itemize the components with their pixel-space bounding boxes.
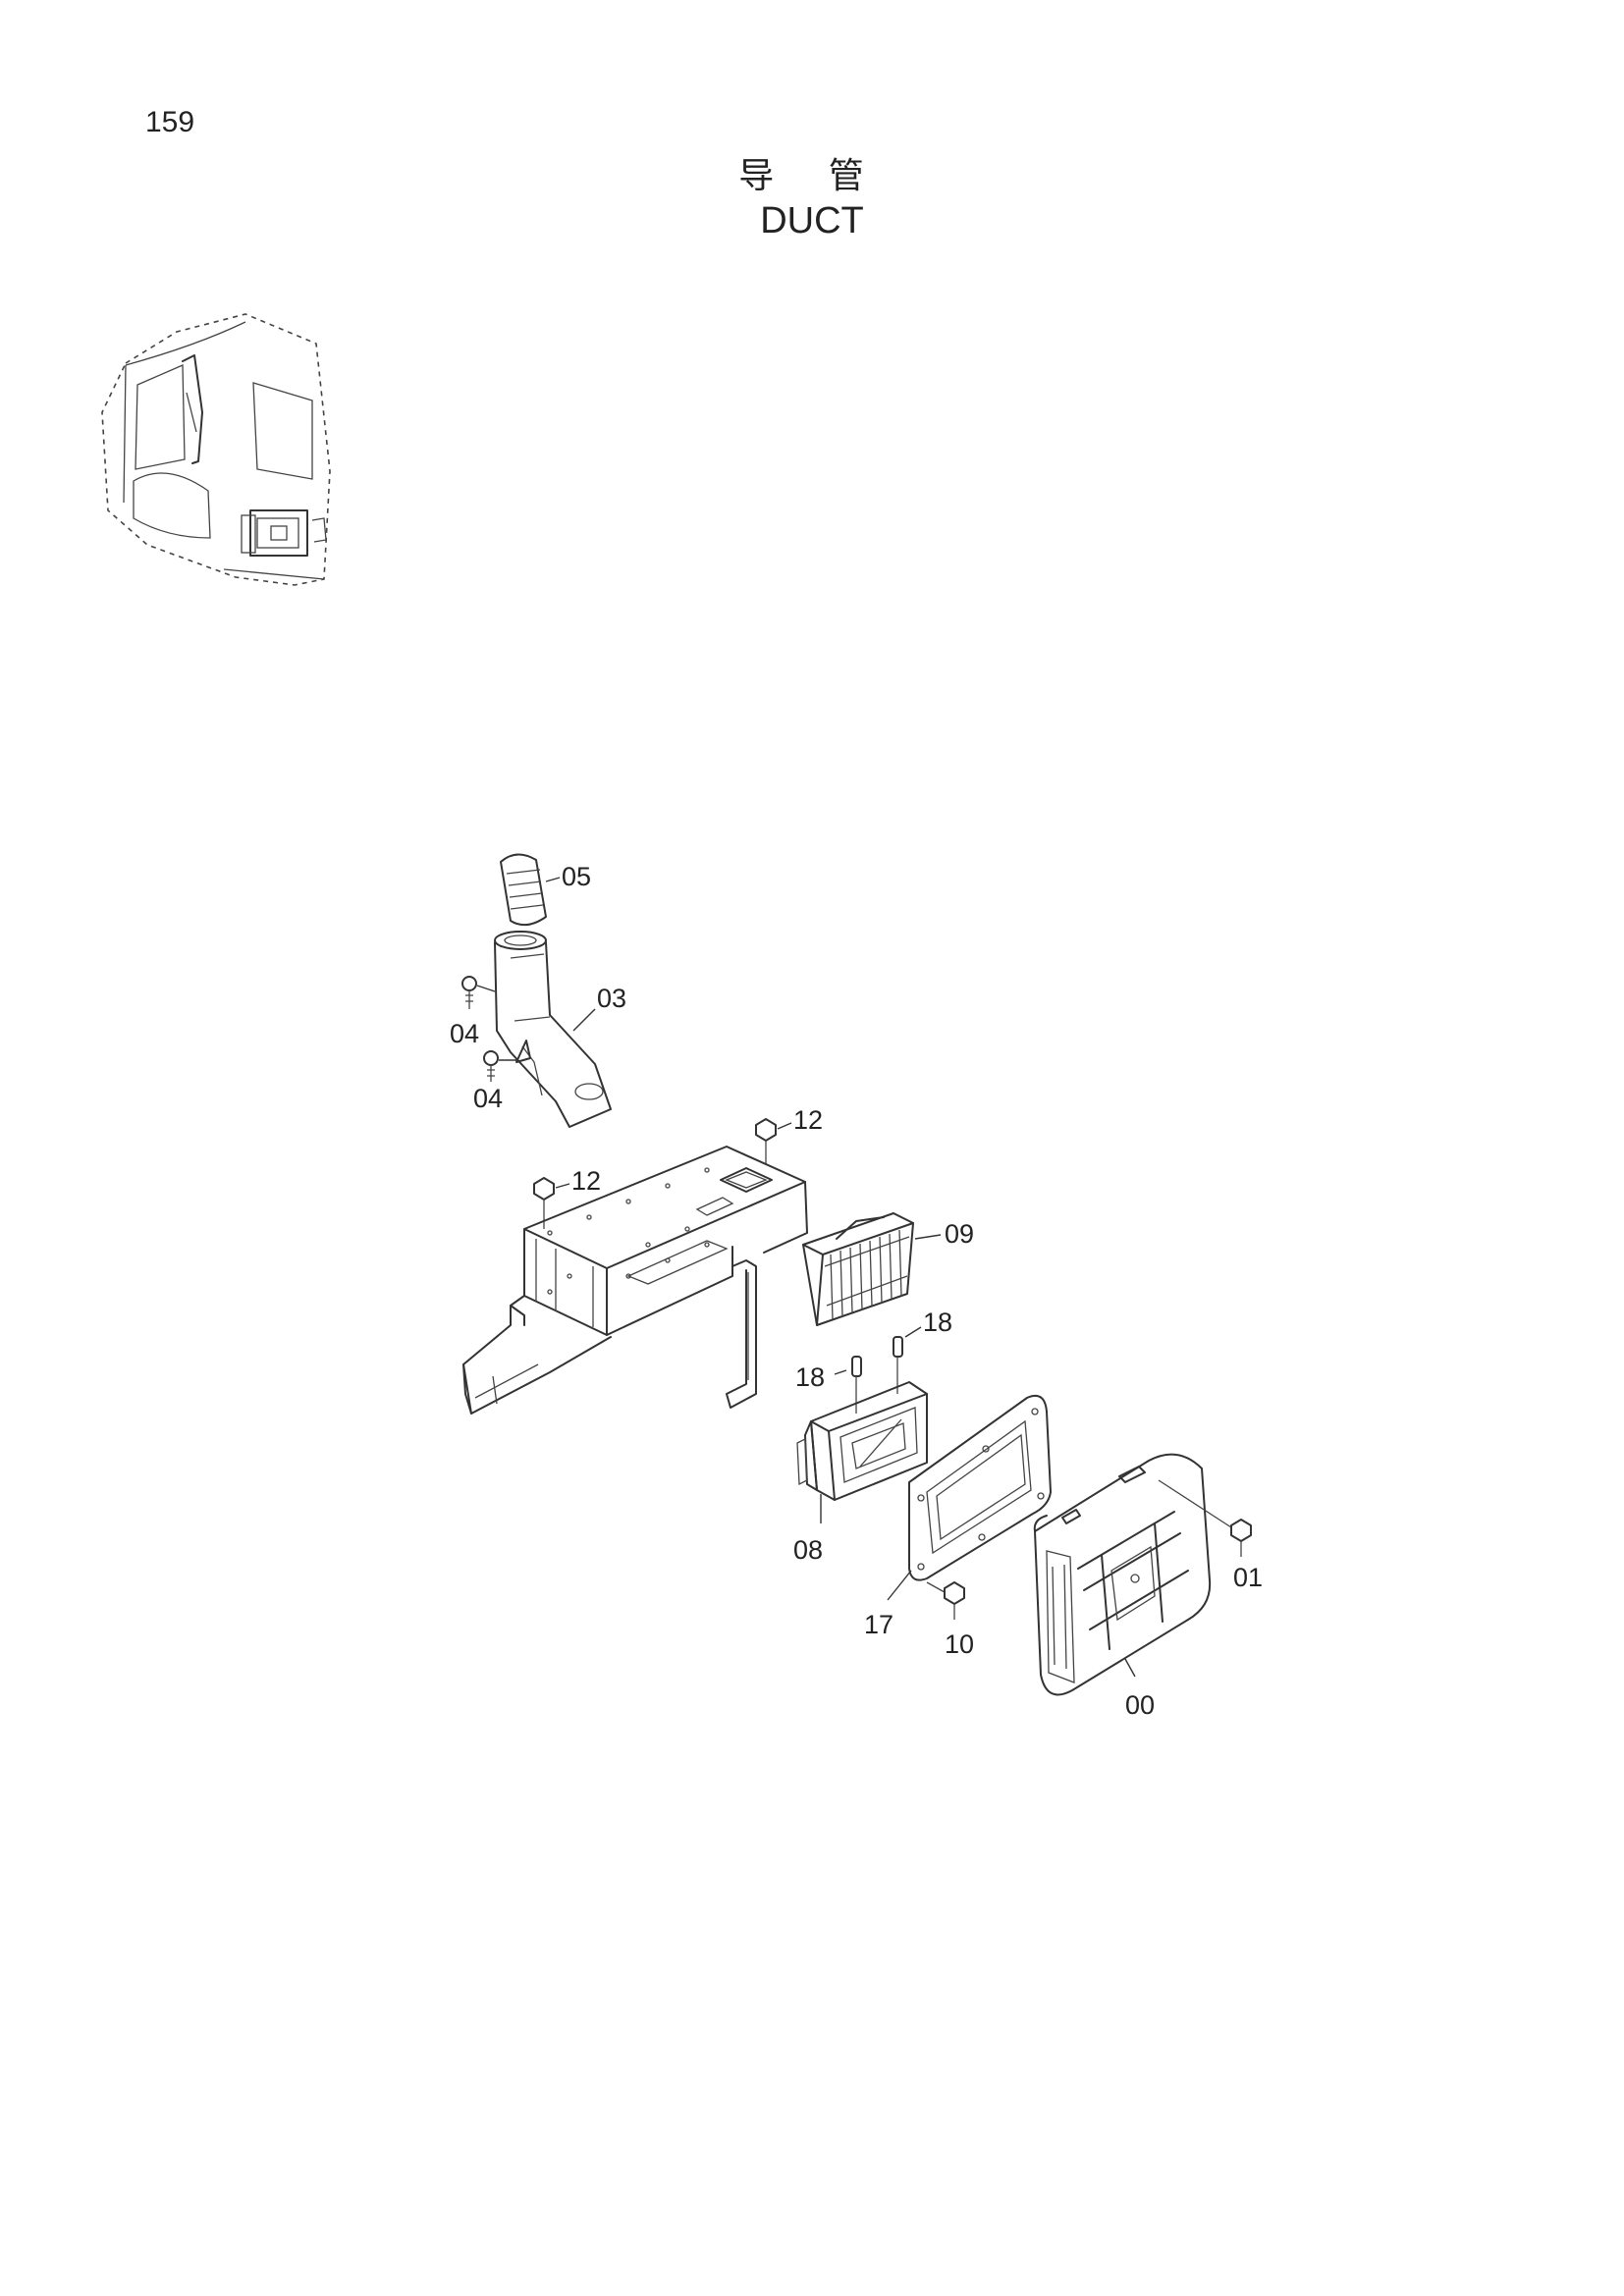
callout-18-right: 18 — [923, 1308, 952, 1337]
callout-01: 01 — [1233, 1563, 1263, 1592]
callout-04-lower: 04 — [473, 1084, 503, 1113]
part-08-housing: 08 — [793, 1381, 928, 1565]
callout-17: 17 — [864, 1610, 893, 1639]
title-chinese: 导 管 — [738, 156, 886, 196]
part-17-plate: 17 — [864, 1394, 1052, 1639]
part-09-filter: 09 — [802, 1212, 974, 1326]
part-05-vent: 05 — [500, 853, 591, 927]
callout-12-right: 12 — [793, 1105, 823, 1135]
title-english: DUCT — [760, 200, 864, 241]
part-04-screws: 04 04 — [450, 976, 516, 1113]
part-10-screw: 10 — [926, 1581, 974, 1659]
part-main-duct-frame — [462, 1146, 808, 1415]
callout-10: 10 — [945, 1629, 974, 1659]
cab-location-thumbnail — [101, 313, 331, 586]
callout-00: 00 — [1125, 1690, 1155, 1720]
callout-04-upper: 04 — [450, 1019, 479, 1048]
part-12-bolts: 12 12 — [533, 1105, 823, 1229]
part-01-screw: 01 — [1158, 1479, 1263, 1592]
part-00-cover: 00 — [1033, 1453, 1212, 1720]
part-03-upper-duct: 03 — [494, 931, 626, 1128]
callout-12-left: 12 — [571, 1166, 601, 1196]
callout-08: 08 — [793, 1535, 823, 1565]
callout-18-left: 18 — [795, 1362, 825, 1392]
part-18-studs: 18 18 — [795, 1308, 952, 1414]
callout-03: 03 — [597, 984, 626, 1013]
callout-09: 09 — [945, 1219, 974, 1249]
callout-05: 05 — [562, 862, 591, 891]
page-number: 159 — [145, 106, 195, 138]
